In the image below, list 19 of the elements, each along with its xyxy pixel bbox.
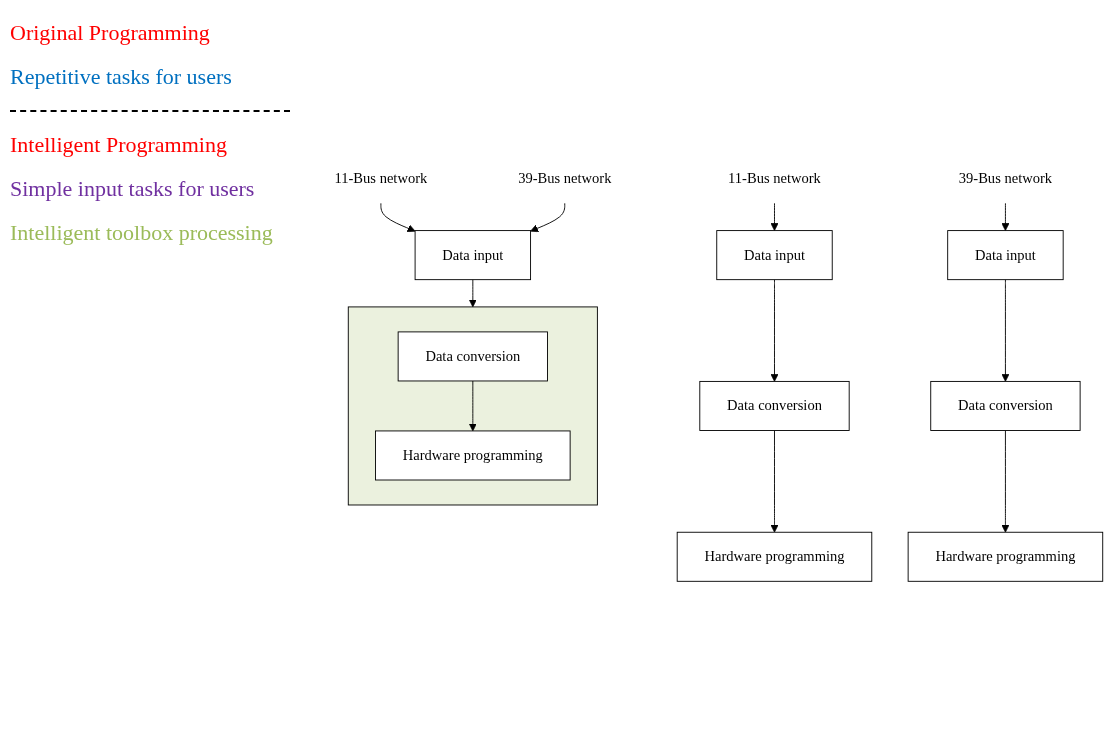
node-text: 39-Bus network: [958, 170, 1053, 187]
section-title: Intelligent Programming: [10, 132, 228, 158]
node-text: 11-Bus network: [728, 170, 821, 187]
node-box: Data conversion: [397, 331, 548, 382]
section-title: Original Programming: [10, 20, 211, 46]
node-box: Data input: [414, 230, 532, 281]
node-box: Hardware programming: [907, 532, 1104, 582]
node-box: Hardware programming: [676, 532, 873, 582]
node-box: Data conversion: [930, 381, 1081, 432]
node-box: Data conversion: [699, 381, 850, 432]
node-box: Hardware programming: [375, 430, 571, 481]
bracket-note: Repetitive tasks for users: [10, 64, 233, 90]
node-text: 39-Bus network: [518, 170, 612, 187]
node-box: Data input: [947, 230, 1064, 281]
node-box: Data input: [716, 230, 833, 281]
bracket-note: Simple input tasks for users: [10, 176, 256, 202]
node-text: 11-Bus network: [334, 170, 428, 187]
cluster: [347, 306, 598, 506]
bracket-note: Intelligent toolbox processing: [10, 220, 274, 246]
